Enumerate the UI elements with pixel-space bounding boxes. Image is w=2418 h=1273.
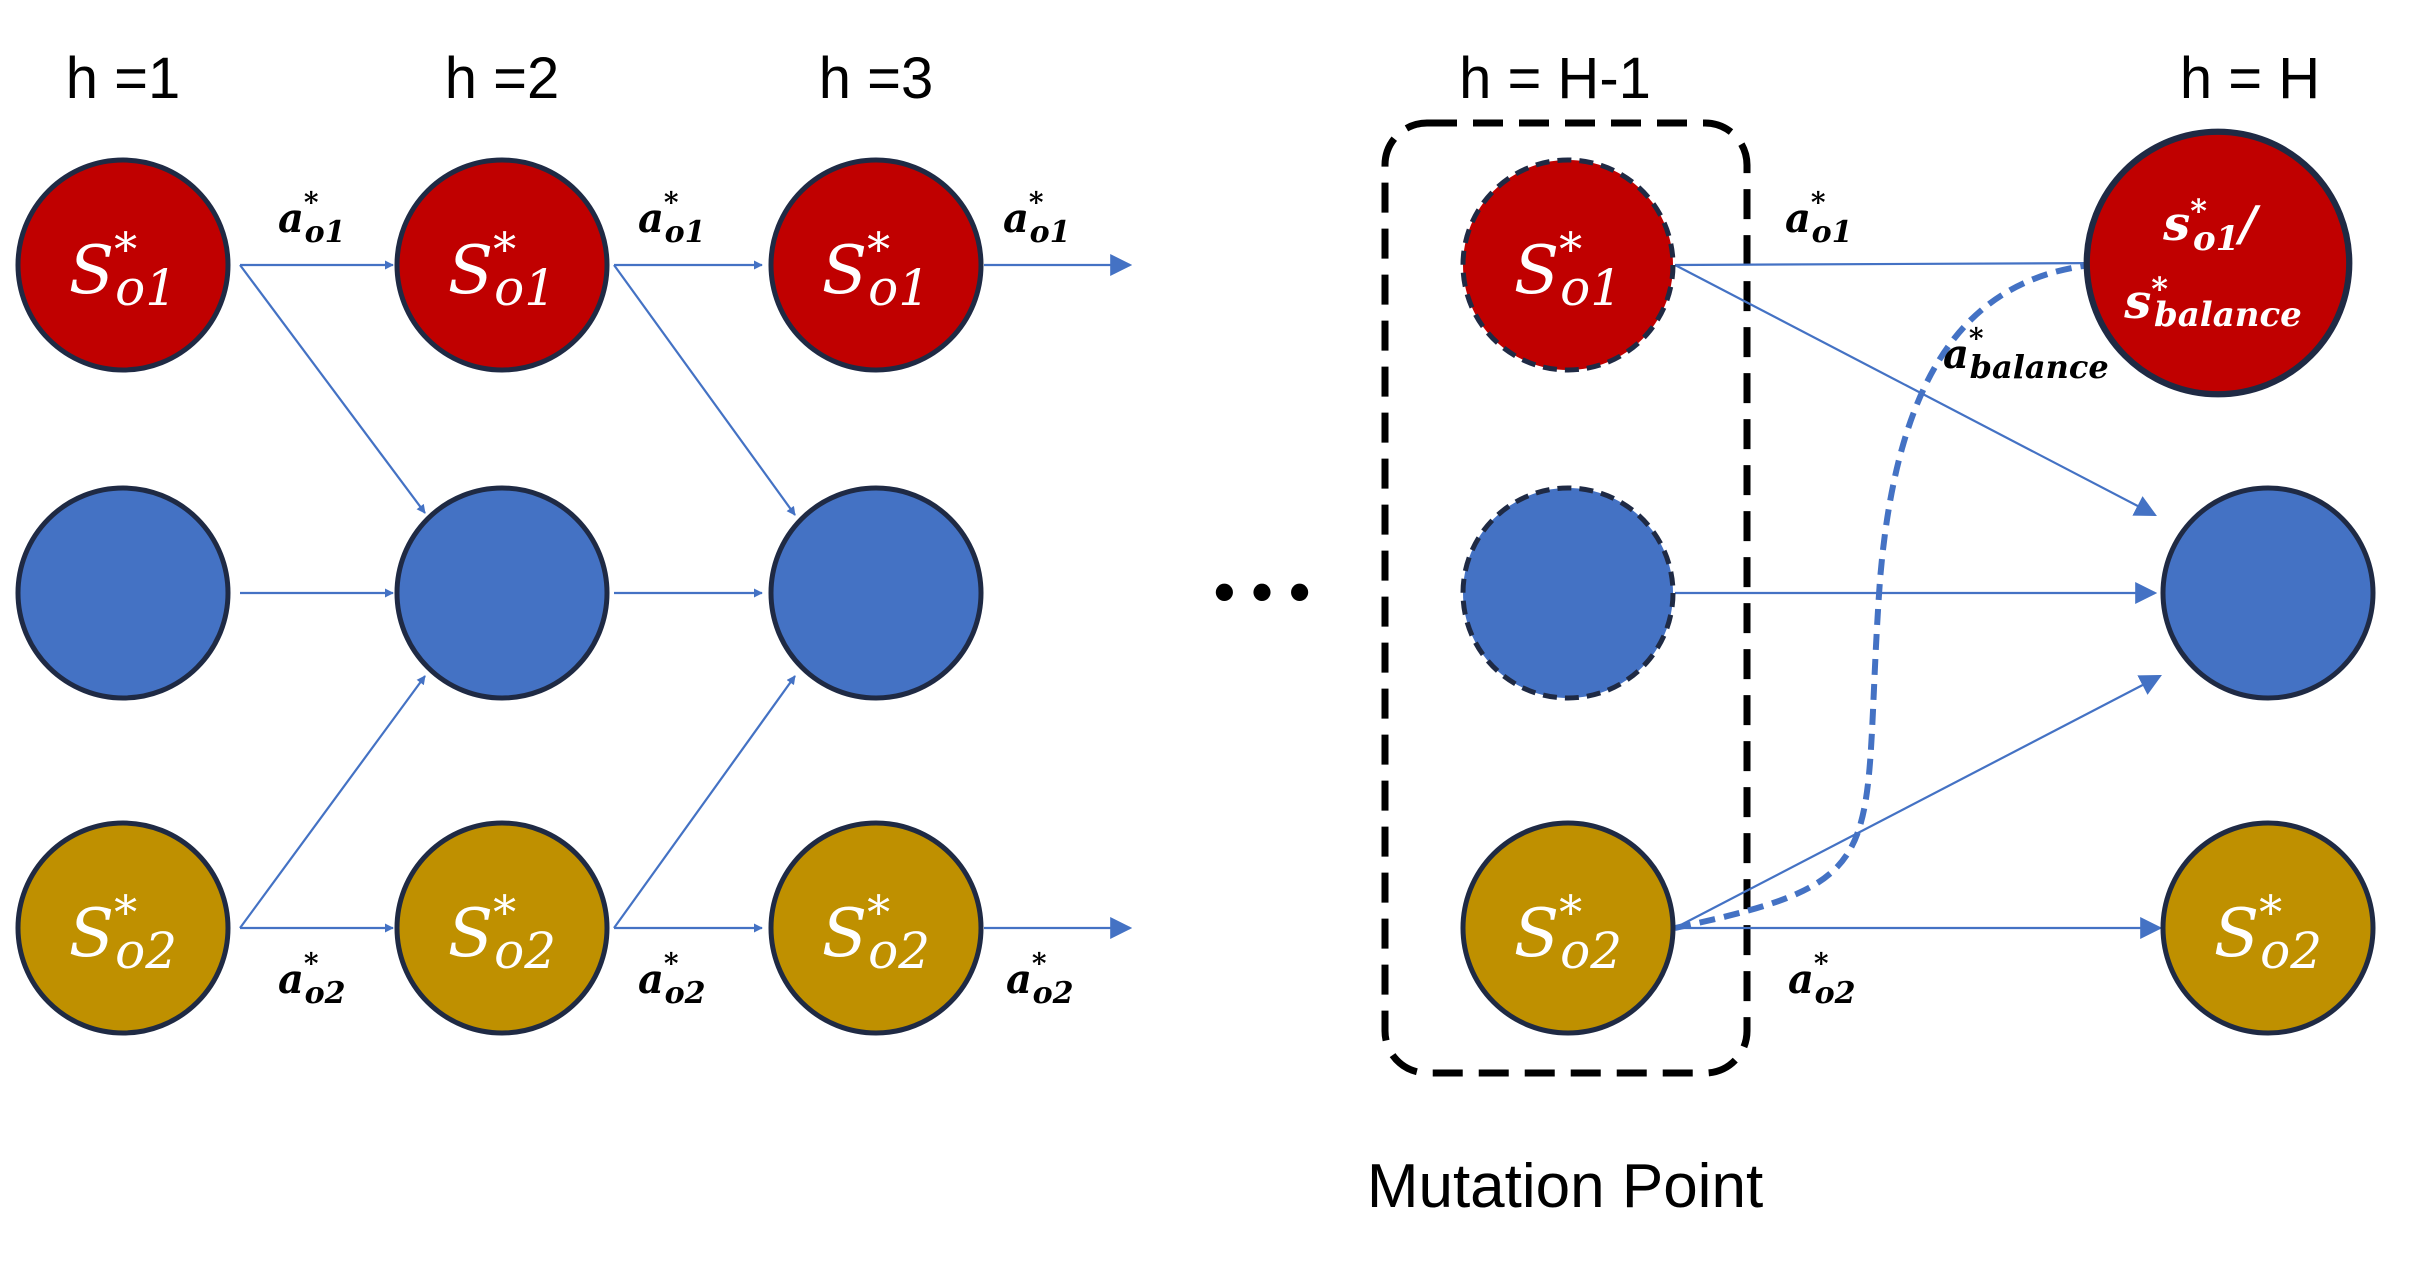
edges-col3-out — [984, 254, 1133, 939]
label-cH-gold: S*o2 — [2214, 885, 2322, 980]
label-c3-red: S*o1 — [822, 222, 930, 317]
node-cH-gold — [2160, 820, 2376, 1036]
label-cH1-red: S*o1 — [1514, 222, 1622, 317]
edge-goldH1-blueH — [1674, 674, 2162, 929]
edge-redH1-blueH — [1674, 264, 2157, 517]
label-cH-red-line2: s*balance — [2123, 270, 2302, 335]
header-h3: h =3 — [819, 46, 934, 111]
label-cH1-gold: S*o2 — [1514, 885, 1622, 980]
mutation-point-box — [1381, 119, 1751, 1077]
edges-col2-col3 — [613, 260, 796, 933]
node-cH-red — [2083, 128, 2353, 398]
label-c1-red: S*o1 — [69, 222, 177, 317]
label-c2-red: S*o1 — [448, 222, 556, 317]
label-c3-gold: S*o2 — [822, 885, 930, 980]
node-cH-blue — [2160, 485, 2376, 701]
edges-col1-col2 — [239, 260, 426, 933]
node-c3-blue — [768, 485, 984, 701]
node-c3-red — [768, 157, 984, 373]
action-a-o1-c3: a*o1 — [1003, 186, 1070, 250]
action-a-o2-c3: a*o2 — [1006, 947, 1073, 1011]
label-cH-red-line1: s*o1/ — [2162, 192, 2261, 259]
action-a-balance: a*balance — [1943, 322, 2109, 386]
edge-red2-blue3 — [613, 264, 796, 516]
edges-colH1-colH — [1674, 252, 2163, 939]
label-c1-gold: S*o2 — [69, 885, 177, 980]
action-a-o1-cH1: a*o1 — [1785, 186, 1852, 250]
node-cH1-blue — [1460, 485, 1676, 701]
node-c1-gold — [15, 820, 231, 1036]
node-cH1-red — [1460, 157, 1676, 373]
node-c2-red — [394, 157, 610, 373]
node-c1-blue — [15, 485, 231, 701]
action-a-o1-c1: a*o1 — [278, 186, 345, 250]
node-c2-gold — [394, 820, 610, 1036]
edge-gold1-blue2 — [239, 675, 426, 929]
mutation-point-caption: Mutation Point — [1367, 1152, 1763, 1221]
action-a-o2-c1: a*o2 — [278, 947, 345, 1011]
node-c3-gold — [768, 820, 984, 1036]
action-a-o2-cH1: a*o2 — [1788, 947, 1855, 1011]
header-h2: h =2 — [445, 46, 560, 111]
node-cH1-gold — [1460, 820, 1676, 1036]
edge-gold2-blue3 — [613, 675, 796, 929]
edge-redH1-redH — [1674, 252, 2115, 275]
edge-balance-dashed — [1674, 253, 2115, 931]
header-hH-1: h = H-1 — [1459, 46, 1651, 111]
node-c2-blue — [394, 485, 610, 701]
header-hH: h = H — [2180, 46, 2320, 111]
action-a-o2-c2: a*o2 — [638, 947, 705, 1011]
label-c2-gold: S*o2 — [448, 885, 556, 980]
action-a-o1-c2: a*o1 — [638, 186, 705, 250]
edge-red1-blue2 — [239, 264, 426, 514]
header-h1: h =1 — [66, 46, 181, 111]
ellipsis: • • • — [1214, 558, 1310, 625]
node-c1-red — [15, 157, 231, 373]
